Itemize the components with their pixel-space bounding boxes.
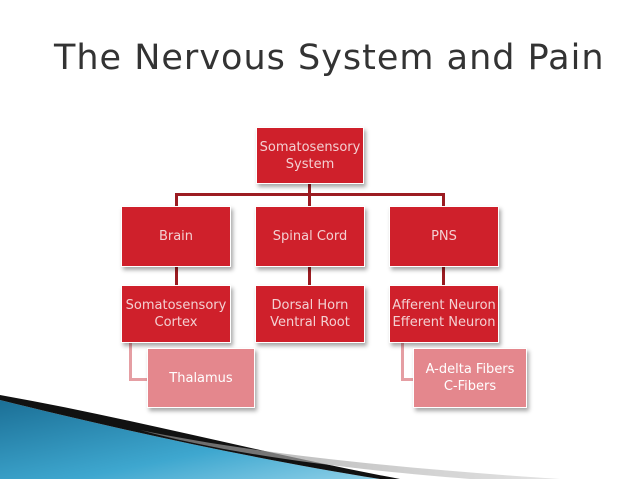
node-spinal-cord: Spinal Cord	[255, 206, 365, 267]
page-title: The Nervous System and Pain	[54, 38, 605, 78]
connector-brain-cortex	[175, 266, 178, 286]
connector-to-spinal-cord	[308, 193, 311, 207]
connector-root-down	[308, 183, 311, 195]
node-fibers: A-delta Fibers C-Fibers	[413, 348, 527, 408]
connector-pns-neuron	[442, 266, 445, 286]
connector-to-brain	[175, 193, 178, 207]
connector-cortex-thalamus-v	[129, 342, 132, 380]
node-afferent-efferent-neuron: Afferent Neuron Efferent Neuron	[389, 285, 499, 343]
node-somatosensory-system: Somatosensory System	[256, 127, 364, 184]
node-thalamus: Thalamus	[147, 348, 255, 408]
connector-neuron-fibers-h	[401, 378, 414, 381]
connector-cortex-thalamus-h	[129, 378, 149, 381]
node-pns: PNS	[389, 206, 499, 267]
node-brain: Brain	[121, 206, 231, 267]
connector-to-pns	[442, 193, 445, 207]
connector-neuron-fibers-v	[401, 342, 404, 380]
node-somatosensory-cortex: Somatosensory Cortex	[121, 285, 231, 343]
node-dorsal-horn-ventral-root: Dorsal Horn Ventral Root	[255, 285, 365, 343]
connector-spinal-dorsal	[308, 266, 311, 286]
